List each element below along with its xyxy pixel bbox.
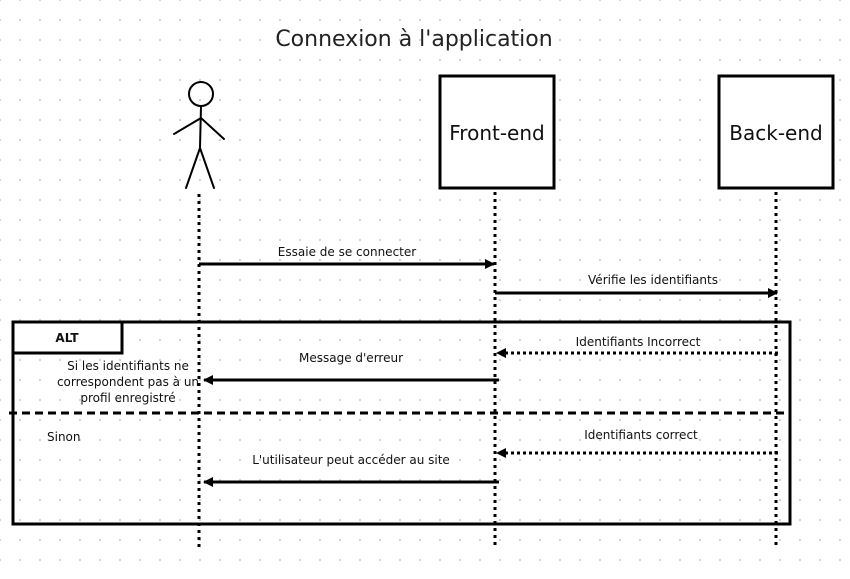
message-label-verify-credentials: Vérifie les identifiants xyxy=(588,273,718,287)
message-label-credentials-correct: Identifiants correct xyxy=(584,428,698,442)
alt-fragment-label: ALT xyxy=(55,331,79,345)
participant-box-frontend xyxy=(438,74,556,190)
alt-else-label: Sinon xyxy=(47,430,81,444)
diagram-title: Connexion à l'application xyxy=(275,27,552,52)
participant-box-backend xyxy=(717,74,835,190)
message-label-access-granted: L'utilisateur peut accéder au site xyxy=(252,453,450,467)
alt-fragment-tag xyxy=(11,320,124,355)
participant-label-frontend: Front-end xyxy=(449,121,544,145)
alt-condition-line-1: Si les identifiants ne xyxy=(67,359,189,373)
message-label-error-message: Message d'erreur xyxy=(299,351,403,365)
message-label-login-attempt: Essaie de se connecter xyxy=(278,245,416,259)
message-label-credentials-incorrect: Identifiants Incorrect xyxy=(576,335,701,349)
alt-condition-line-2: correspondent pas à un xyxy=(57,375,199,389)
participant-label-backend: Back-end xyxy=(729,121,822,145)
alt-fragment-frame xyxy=(11,320,792,526)
alt-condition-line-3: profil enregistré xyxy=(80,391,175,405)
actor-stick-figure xyxy=(173,81,225,189)
